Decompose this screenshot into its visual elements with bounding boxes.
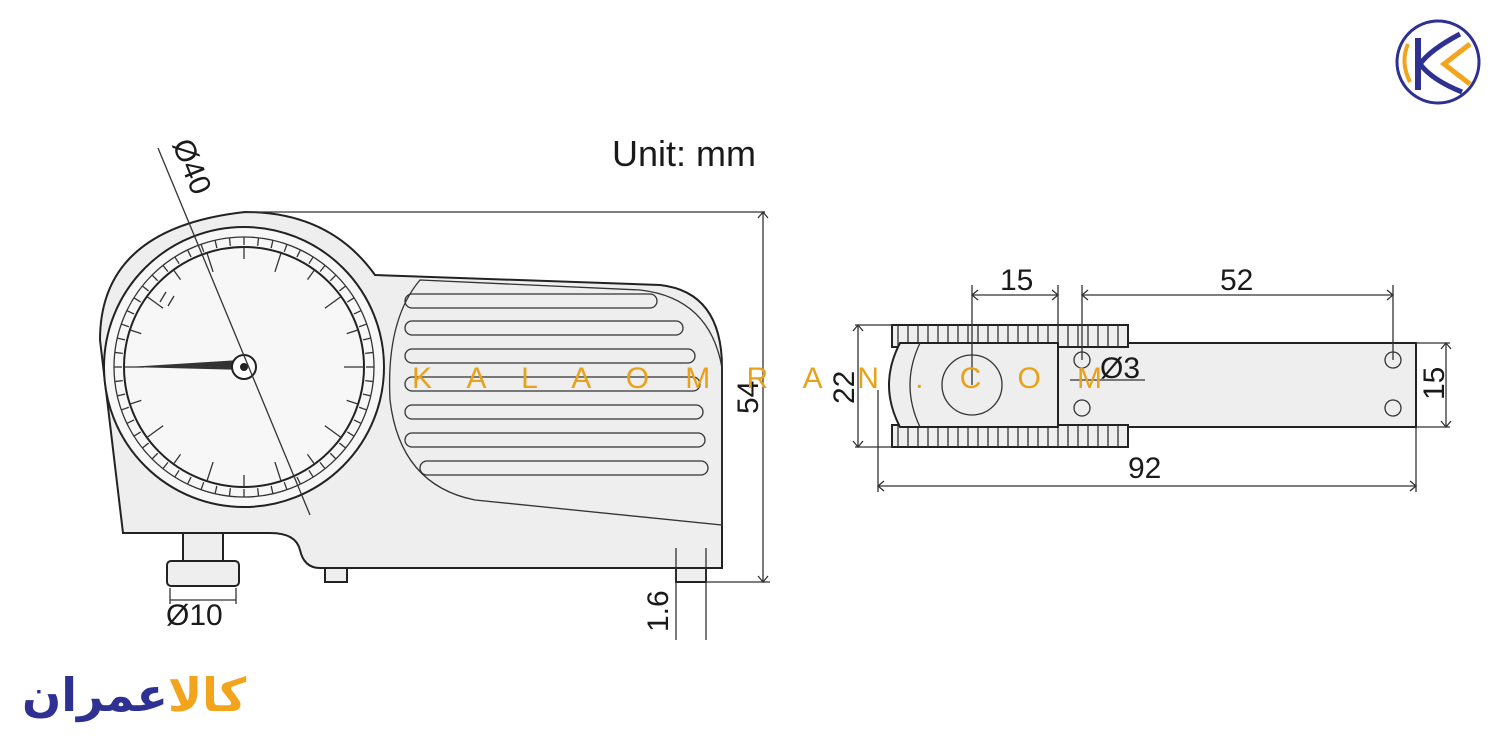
brand-logo-icon: [1395, 19, 1481, 105]
contact-foot: [166, 532, 240, 604]
dim-overall-height: 54: [732, 381, 765, 414]
dim-length-52: 52: [1220, 264, 1253, 297]
brand-wordmark: کالاعمران: [22, 672, 246, 718]
cooling-slots: [404, 293, 709, 476]
unit-label: Unit: mm: [612, 133, 756, 174]
dim-width-22: 22: [828, 371, 861, 404]
hole-icon: [1384, 399, 1402, 417]
front-view: 1.6 54 Ø40 Ø10: [98, 134, 770, 640]
dim-overall-length: 92: [1128, 452, 1161, 485]
mounting-arm: [1057, 342, 1417, 428]
dim-foot-height: 1.6: [642, 590, 675, 632]
brand-part-orange: کالا: [167, 668, 247, 722]
top-view: 15 52 Ø3 22 15 92: [828, 264, 1452, 492]
dim-foot-diameter: Ø10: [166, 599, 223, 632]
dim-width-15: 15: [1418, 367, 1451, 400]
dim-dial-diameter: Ø40: [166, 134, 218, 199]
dial-needle: [128, 360, 246, 370]
brand-part-blue: عمران: [22, 668, 168, 722]
hole-icon: [1073, 399, 1091, 417]
dim-length-15: 15: [1000, 264, 1033, 297]
dial-ticks: [124, 247, 364, 487]
bezel-knurl: [114, 237, 374, 497]
